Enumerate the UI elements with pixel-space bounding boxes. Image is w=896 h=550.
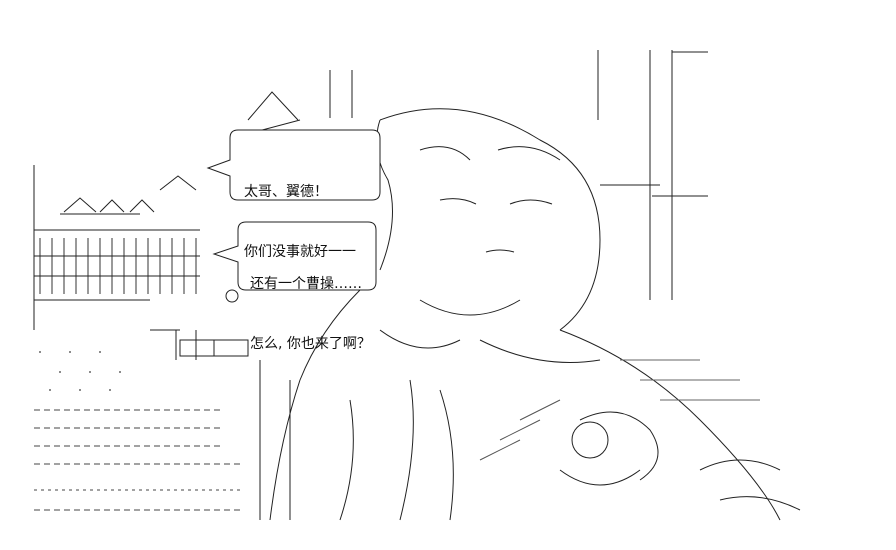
speech-bubble-1-line-1: 太哥、翼德！ [244,184,328,200]
speech-bubble-1 [206,129,381,201]
speech-bubble-1-text: 太哥、翼德！ 你们没事就好一一 [244,142,356,302]
distant-dots [39,351,121,391]
character-figure [259,108,801,521]
ground-hatching [34,409,240,511]
speech-bubble-1-line-2: 你们没事就好一一 [244,244,356,260]
speech-bubble-2-text: 还有一个曹操…… 怎么, 你也来了啊？ [250,234,371,394]
left-building [33,70,353,360]
speech-bubble-2 [212,221,377,291]
speech-bubble-2-line-1: 还有一个曹操…… [250,276,362,292]
right-pillars [597,50,708,300]
speech-bubble-2-line-2: 怎么, 你也来了啊？ [250,336,371,352]
